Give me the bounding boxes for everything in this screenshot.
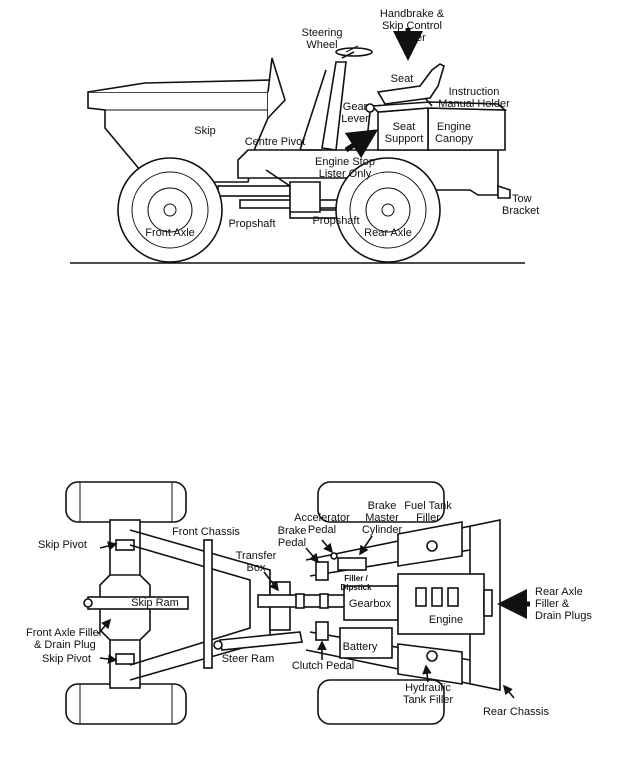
hydraulic-tank (397, 643, 463, 685)
label-fuel-tank-2: Filler (416, 512, 440, 524)
skip-rim (87, 79, 274, 93)
label-engine-canopy-2: Canopy (435, 133, 473, 145)
clutch-pedal (315, 621, 329, 641)
label-seat-support-1: Seat (393, 121, 416, 133)
label-seat-support-2: Support (385, 133, 424, 145)
label-steer-ram: Steer Ram (222, 653, 275, 665)
rear-chassis-arrow (502, 684, 515, 699)
label-front-axle-filler-1: Front Axle Filler (26, 627, 103, 639)
label-instruction-1: Instruction (449, 86, 500, 98)
gearbox (343, 585, 399, 621)
label-tow-1: Tow (512, 193, 532, 205)
label-engine-stop-1: Engine Stop (315, 156, 375, 168)
seat (376, 63, 445, 105)
label-hydraulic-2: Tank Filler (403, 694, 453, 706)
label-engine-canopy-1: Engine (437, 121, 471, 133)
transfer-box-arrow (263, 571, 279, 592)
brake-pedal-arrow (305, 547, 320, 564)
steering-column (321, 61, 347, 151)
skip-pivot-top-arrow (99, 541, 118, 551)
label-rear-chassis: Rear Chassis (483, 706, 550, 718)
label-rear-axle: Rear Axle (364, 227, 412, 239)
label-tow-2: Bracket (502, 205, 539, 217)
front-wheel (117, 157, 223, 263)
rear-wheel-top (317, 481, 445, 523)
label-brake-pedal-2: Pedal (278, 537, 306, 549)
label-engine: Engine (429, 614, 463, 626)
label-steering-2: Wheel (306, 39, 337, 51)
label-filler-1: Filler / (344, 574, 368, 583)
accelerator-pedal (330, 552, 338, 560)
label-battery: Battery (343, 641, 378, 653)
label-rear-axle-filler-1: Rear Axle (535, 586, 583, 598)
label-skip-pivot-top: Skip Pivot (38, 539, 87, 551)
label-handbrake-1: Handbrake & (380, 8, 445, 20)
label-front-axle-filler-2: & Drain Plug (34, 639, 96, 651)
front-axle-filler-arrow (97, 618, 112, 635)
label-rear-axle-filler-2: Filler & (535, 598, 570, 610)
label-hydraulic-1: Hydraulic (405, 682, 451, 694)
label-front-chassis: Front Chassis (172, 526, 240, 538)
label-brake-master-1: Brake (368, 500, 397, 512)
label-brake-pedal-1: Brake (278, 525, 307, 537)
label-accelerator-1: Accelerator (294, 512, 350, 524)
label-rear-axle-filler-3: Drain Plugs (535, 610, 592, 622)
label-handbrake-3: Lever (398, 32, 426, 44)
front-wheel-top (65, 481, 187, 523)
label-front-axle: Front Axle (145, 227, 195, 239)
label-centre-pivot: Centre Pivot (245, 136, 306, 148)
label-instruction-2: Manual Holder (438, 98, 510, 110)
label-accelerator-2: Pedal (308, 524, 336, 536)
label-skip: Skip (194, 125, 215, 137)
steer-ram (219, 631, 303, 651)
battery (339, 627, 393, 659)
rear-wheel (335, 157, 441, 263)
label-fuel-tank-1: Fuel Tank (404, 500, 452, 512)
brake-pedal (315, 561, 329, 581)
skip-lip (267, 57, 286, 119)
engine-stop-arrow (344, 129, 379, 159)
label-brake-master-2: Master (365, 512, 399, 524)
hydraulic-arrow (422, 664, 432, 683)
front-chassis-plate (203, 539, 213, 669)
label-gear-2: Lever (341, 113, 369, 125)
label-propshaft-front: Propshaft (228, 218, 275, 230)
centre-pivot-block (289, 181, 321, 213)
accelerator-arrow (321, 539, 334, 554)
skip-pivot-bottom-arrow (99, 654, 118, 664)
label-gearbox: Gearbox (349, 598, 392, 610)
label-seat: Seat (391, 73, 414, 85)
front-wheel-bottom (65, 683, 187, 725)
label-transfer-box-1: Transfer (236, 550, 277, 562)
label-handbrake-2: Skip Control (382, 20, 442, 32)
label-propshaft-rear: Propshaft (312, 215, 359, 227)
tow-bracket (497, 184, 511, 199)
label-engine-stop-2: Lister Only (319, 168, 372, 180)
rear-wheel-bottom (317, 679, 445, 725)
front-frame (217, 185, 291, 197)
label-skip-pivot-bottom: Skip Pivot (42, 653, 91, 665)
top-view: Brake Master Cylinder Fuel Tank Filler A… (26, 481, 592, 725)
brake-master-arrow (359, 535, 373, 556)
label-gear-1: Gear (343, 101, 368, 113)
fuel-tank-cap (426, 540, 438, 552)
brake-master-cylinder (337, 557, 367, 571)
label-transfer-box-2: Box (247, 562, 266, 574)
label-steering-1: Steering (302, 27, 343, 39)
hydraulic-tank-cap (426, 650, 438, 662)
side-view: Handbrake & Skip Control Lever Steering … (70, 8, 539, 264)
label-filler-2: Dipstick (340, 583, 372, 592)
label-skip-ram: Skip Ram (131, 597, 179, 609)
label-clutch-pedal: Clutch Pedal (292, 660, 354, 672)
label-brake-master-3: Cylinder (362, 524, 403, 536)
